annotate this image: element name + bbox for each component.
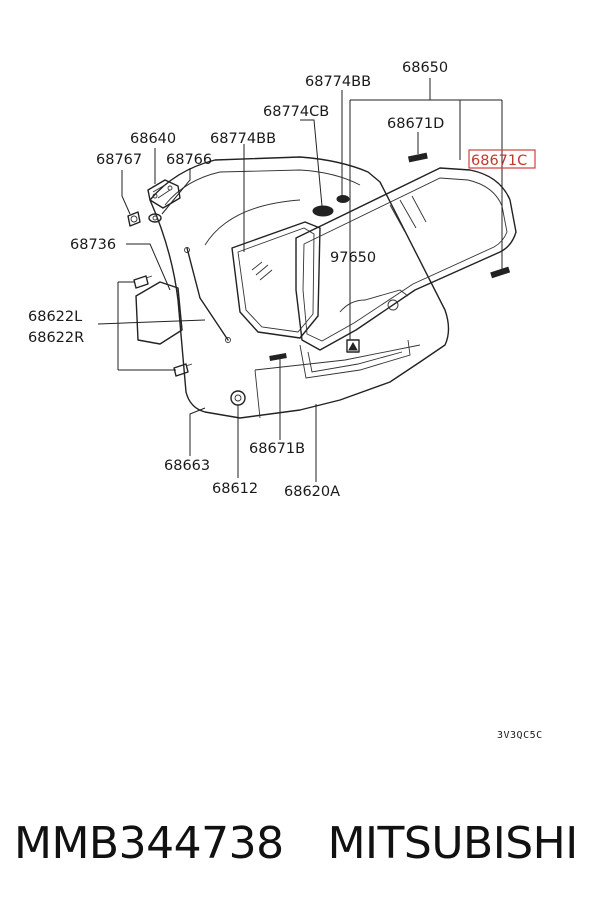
spacer-68671D [407, 152, 428, 163]
label-68671C: 68671C [471, 153, 527, 169]
label-97650: 97650 [330, 250, 376, 266]
liftgate-glass-68671C [295, 167, 517, 351]
grommet-68612 [230, 390, 246, 406]
bracket-68640 [147, 179, 181, 209]
cap-68774BB [336, 195, 350, 203]
highlight-box-68671C [468, 149, 536, 169]
label-68663: 68663 [164, 458, 210, 474]
figure-code: 3V3QC5C [497, 730, 543, 741]
label-68671B: 68671B [249, 441, 305, 457]
label-68620A: 68620A [284, 484, 340, 500]
label-68774CB: 68774CB [263, 104, 329, 120]
spacer-68671C-lower [490, 266, 511, 279]
label-68622L: 68622L [28, 309, 82, 325]
inner-glass [231, 221, 321, 339]
caption: MMB344738 MITSUBISHI [14, 808, 594, 878]
tailgate-parts-diagram: 68650 68774BB 68774CB 68671D 68640 68774… [28, 60, 543, 741]
label-68774BB-top: 68774BB [305, 74, 371, 90]
tailgate-panel [149, 156, 450, 419]
label-68612: 68612 [212, 481, 258, 497]
fastener-68622R [173, 363, 193, 377]
label-68671D: 68671D [387, 116, 444, 132]
label-68736: 68736 [70, 237, 116, 253]
spacer-68671B [269, 353, 287, 361]
part-number: MMB344738 [14, 817, 284, 869]
leader-lines [97, 78, 503, 482]
gas-strut [184, 247, 231, 343]
side-glass [135, 281, 183, 345]
fastener-68622L [133, 275, 153, 289]
label-68650: 68650 [402, 60, 448, 76]
cap-68774CB [312, 205, 334, 217]
clip-68766 [148, 213, 162, 223]
label-68640: 68640 [130, 131, 176, 147]
label-68767: 68767 [96, 152, 142, 168]
label-68622R: 68622R [28, 330, 84, 346]
plate-recess [299, 339, 411, 379]
label-68774BB-left: 68774BB [210, 131, 276, 147]
bolt-68767 [127, 211, 141, 227]
brand-name: MITSUBISHI [327, 817, 579, 869]
warning-sticker-97650 [346, 339, 360, 353]
label-68766: 68766 [166, 152, 212, 168]
